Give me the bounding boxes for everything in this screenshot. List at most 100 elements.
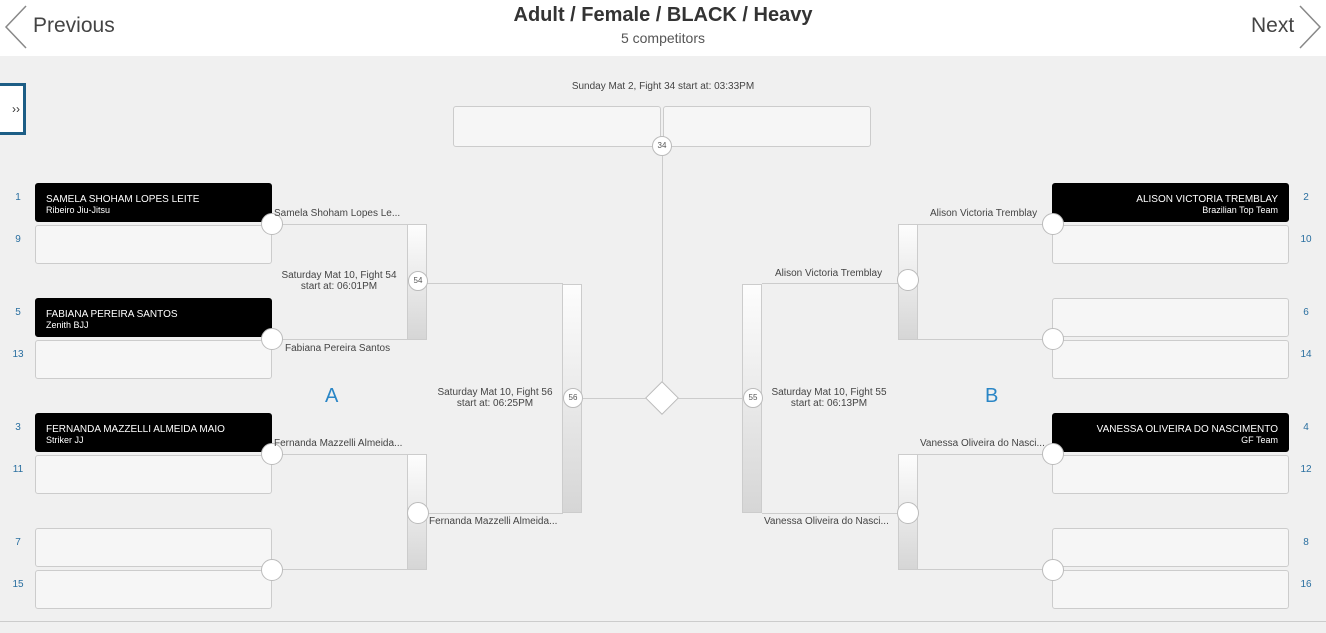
final-slot-right[interactable] [663, 106, 871, 147]
fight-34-info: Sunday Mat 2, Fight 34 start at: 03:33PM [571, 81, 755, 92]
next-button[interactable]: Next [1251, 14, 1295, 37]
empty-slot[interactable] [35, 455, 272, 494]
final-diamond-icon[interactable] [645, 381, 679, 415]
bracket-line [427, 283, 563, 284]
empty-slot[interactable] [1052, 225, 1289, 264]
group-a-label: A [325, 385, 339, 407]
empty-slot[interactable] [1052, 528, 1289, 567]
header-bar: Previous Adult / Female / BLACK / Heavy … [0, 0, 1326, 56]
competitor-slot[interactable]: FERNANDA MAZZELLI ALMEIDA MAIO Striker J… [35, 413, 272, 452]
seed-number: 15 [12, 579, 24, 590]
winner-name: Fabiana Pereira Santos [285, 343, 391, 354]
seed-number: 11 [12, 464, 24, 475]
seed-number: 1 [15, 192, 21, 203]
competitor-slot[interactable]: SAMELA SHOHAM LOPES LEITE Ribeiro Jiu-Ji… [35, 183, 272, 222]
competitor-name: SAMELA SHOHAM LOPES LEITE [46, 194, 200, 205]
bracket-line [918, 224, 1054, 225]
seed-number: 8 [1303, 537, 1309, 548]
empty-slot[interactable] [35, 340, 272, 379]
seed-number: 5 [15, 307, 21, 318]
match-node-circle[interactable] [261, 559, 283, 581]
bracket-line [272, 224, 408, 225]
bracket-line [272, 569, 408, 570]
competitor-count: 5 competitors [620, 30, 706, 46]
next-arrow-icon[interactable] [1298, 5, 1322, 49]
empty-slot[interactable] [35, 570, 272, 609]
bracket-line [918, 569, 1054, 570]
empty-slot[interactable] [1052, 570, 1289, 609]
competitor-team: Striker JJ [46, 435, 84, 445]
competitor-slot[interactable]: VANESSA OLIVEIRA DO NASCIMENTO GF Team [1052, 413, 1289, 452]
bracket-line [427, 513, 563, 514]
bracket-line [918, 339, 1054, 340]
empty-slot[interactable] [1052, 455, 1289, 494]
winner-name: Alison Victoria Tremblay [930, 208, 1038, 219]
seed-number: 10 [1300, 234, 1312, 245]
competitor-name: FERNANDA MAZZELLI ALMEIDA MAIO [46, 424, 225, 435]
match-node-circle[interactable] [261, 213, 283, 235]
page-title: Adult / Female / BLACK / Heavy [513, 4, 813, 26]
bracket-line [762, 513, 898, 514]
group-b-label: B [985, 385, 999, 407]
winner-name: Samela Shoham Lopes Le... [274, 208, 401, 219]
winner-name: Fernanda Mazzelli Almeida... [274, 438, 403, 449]
previous-button[interactable]: Previous [33, 14, 115, 37]
seed-number: 13 [12, 349, 24, 360]
fight-56-number[interactable]: 56 [563, 388, 583, 408]
fight-54-info: Saturday Mat 10, Fight 54 start at: 06:0… [274, 270, 404, 292]
final-slot-left[interactable] [453, 106, 661, 147]
match-node-circle[interactable] [1042, 328, 1064, 350]
competitor-slot[interactable]: FABIANA PEREIRA SANTOS Zenith BJJ [35, 298, 272, 337]
empty-slot[interactable] [35, 225, 272, 264]
competitor-team: Zenith BJJ [46, 320, 89, 330]
match-node-circle[interactable] [407, 502, 429, 524]
fight-55-number[interactable]: 55 [743, 388, 763, 408]
competitor-name: FABIANA PEREIRA SANTOS [46, 309, 178, 320]
match-node-circle[interactable] [1042, 213, 1064, 235]
fight-54-title: Saturday Mat 10, Fight 54 [281, 270, 397, 281]
seed-number: 6 [1303, 307, 1309, 318]
seed-number: 2 [1303, 192, 1309, 203]
fight-55-title: Saturday Mat 10, Fight 55 [771, 387, 887, 398]
bracket-line [762, 283, 898, 284]
match-node-circle[interactable] [1042, 443, 1064, 465]
bracket-line [272, 454, 408, 455]
winner-name: Vanessa Oliveira do Nasci... [920, 438, 1045, 449]
competitor-name: VANESSA OLIVEIRA DO NASCIMENTO [1096, 424, 1278, 435]
fight-56-time: start at: 06:25PM [456, 398, 534, 409]
winner-name: Alison Victoria Tremblay [775, 268, 883, 279]
competitor-team: GF Team [1241, 435, 1278, 445]
competitor-slot[interactable]: ALISON VICTORIA TREMBLAY Brazilian Top T… [1052, 183, 1289, 222]
winner-name: Vanessa Oliveira do Nasci... [764, 516, 889, 527]
bracket-line [918, 454, 1054, 455]
match-node-circle[interactable] [897, 269, 919, 291]
winner-name: Fernanda Mazzelli Almeida... [429, 516, 558, 527]
seed-number: 3 [15, 422, 21, 433]
fight-54-time: start at: 06:01PM [300, 281, 378, 292]
fight-56-title: Saturday Mat 10, Fight 56 [437, 387, 553, 398]
bracket-line [272, 339, 408, 340]
match-node-circle[interactable] [1042, 559, 1064, 581]
competitor-name: ALISON VICTORIA TREMBLAY [1136, 194, 1278, 205]
empty-slot[interactable] [35, 528, 272, 567]
empty-slot[interactable] [1052, 298, 1289, 337]
competitor-team: Ribeiro Jiu-Jitsu [46, 205, 111, 215]
fight-55-info: Saturday Mat 10, Fight 55 start at: 06:1… [764, 387, 894, 409]
fight-55-time: start at: 06:13PM [790, 398, 868, 409]
seed-number: 12 [1300, 464, 1312, 475]
seed-number: 4 [1303, 422, 1309, 433]
fight-56-info: Saturday Mat 10, Fight 56 start at: 06:2… [430, 387, 560, 409]
seed-number: 14 [1300, 349, 1312, 360]
sidebar-toggle-button[interactable]: ›› [0, 83, 26, 135]
match-node-circle[interactable] [261, 443, 283, 465]
fight-54-number[interactable]: 54 [408, 271, 428, 291]
final-connector [662, 146, 663, 386]
previous-arrow-icon[interactable] [4, 5, 28, 49]
empty-slot[interactable] [1052, 340, 1289, 379]
match-node-circle[interactable] [261, 328, 283, 350]
competitor-team: Brazilian Top Team [1202, 205, 1278, 215]
fight-34-number[interactable]: 34 [652, 136, 672, 156]
seed-number: 9 [15, 234, 21, 245]
seed-number: 7 [15, 537, 21, 548]
match-node-circle[interactable] [897, 502, 919, 524]
